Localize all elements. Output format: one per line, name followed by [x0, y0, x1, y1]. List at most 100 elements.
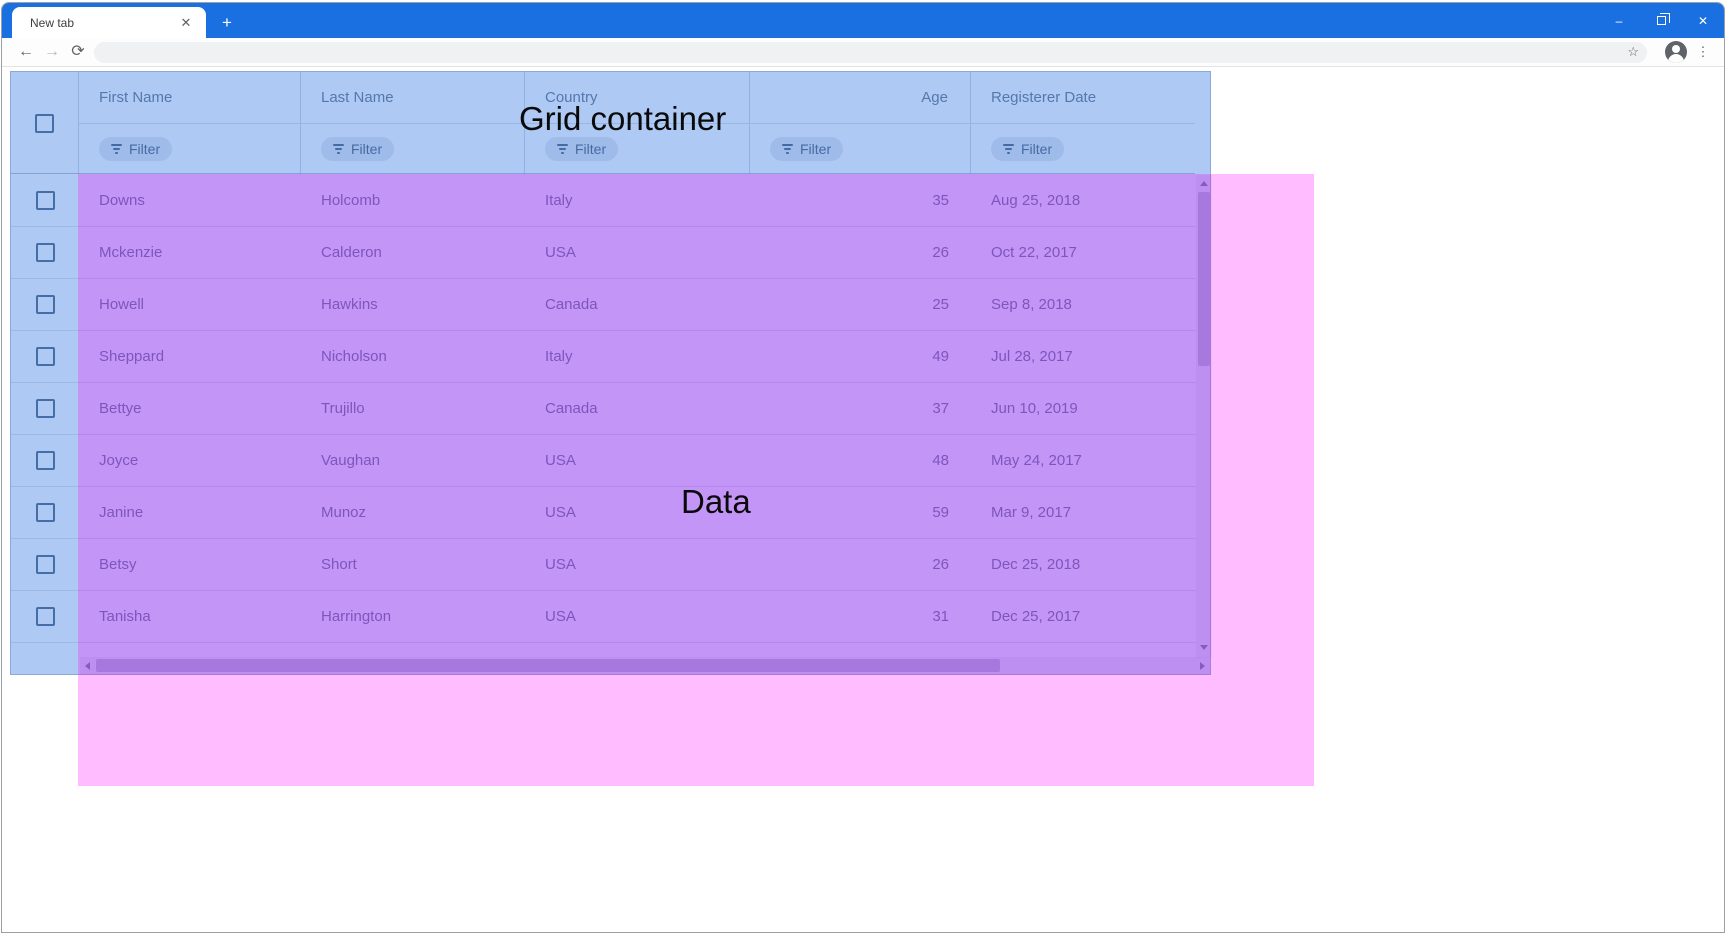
table-cell[interactable]: Calderon [321, 244, 382, 261]
row-checkbox-cell[interactable] [11, 383, 79, 434]
table-cell[interactable]: USA [545, 504, 576, 521]
profile-avatar[interactable] [1665, 41, 1687, 63]
column-header-age[interactable]: Age [750, 72, 971, 123]
filter-button[interactable]: Filter [321, 137, 395, 161]
minimize-button[interactable]: – [1615, 13, 1623, 28]
browser-menu-icon[interactable]: ⋮ [1696, 44, 1710, 59]
row-checkbox[interactable] [35, 555, 55, 574]
table-row[interactable]: Janine Munoz USA 59 Mar 9, 2017 [11, 487, 1196, 539]
table-cell[interactable]: Munoz [321, 504, 367, 521]
row-checkbox-cell[interactable] [11, 591, 79, 642]
table-row[interactable]: Joyce Vaughan USA 48 May 24, 2017 [11, 435, 1196, 487]
row-checkbox[interactable] [35, 451, 55, 470]
row-checkbox-cell[interactable] [11, 227, 79, 278]
table-row[interactable]: Sheppard Nicholson Italy 49 Jul 28, 2017 [11, 331, 1196, 383]
scroll-up-icon[interactable] [1200, 181, 1208, 186]
filter-button[interactable]: Filter [770, 137, 844, 161]
column-header-country[interactable]: Country [525, 72, 750, 123]
table-cell[interactable]: Sheppard [99, 348, 165, 365]
row-checkbox[interactable] [35, 399, 55, 418]
table-cell[interactable]: 26 [932, 244, 949, 261]
row-checkbox[interactable] [35, 295, 55, 314]
column-header-registerer-date[interactable]: Registerer Date [991, 89, 1097, 106]
table-cell[interactable]: Harrington [321, 608, 392, 625]
row-checkbox-cell[interactable] [11, 331, 79, 382]
table-cell[interactable]: 25 [932, 296, 949, 313]
row-checkbox-cell[interactable] [11, 175, 79, 226]
table-cell[interactable]: 35 [932, 192, 949, 209]
table-cell[interactable]: 26 [932, 556, 949, 573]
table-cell[interactable]: Vaughan [321, 452, 380, 469]
table-row[interactable]: Howell Hawkins Canada 25 Sep 8, 2018 [11, 279, 1196, 331]
vertical-scrollbar[interactable] [1196, 175, 1212, 658]
table-cell[interactable]: Canada [545, 296, 598, 313]
table-cell[interactable]: 49 [932, 348, 949, 365]
address-bar[interactable]: ☆ [94, 42, 1647, 63]
table-cell[interactable]: Hawkins [321, 296, 378, 313]
row-checkbox-cell[interactable] [11, 539, 79, 590]
table-cell[interactable]: Canada [545, 400, 598, 417]
table-cell[interactable]: 37 [932, 400, 949, 417]
table-cell[interactable]: 48 [932, 452, 949, 469]
table-cell[interactable]: Oct 22, 2017 [991, 244, 1077, 261]
table-cell[interactable]: Holcomb [321, 192, 381, 209]
table-cell[interactable]: Janine [99, 504, 144, 521]
table-cell[interactable]: Italy [545, 192, 573, 209]
row-checkbox-cell[interactable] [11, 487, 79, 538]
row-checkbox[interactable] [35, 191, 55, 210]
column-header-last-name[interactable]: Last Name [301, 72, 525, 123]
table-cell[interactable]: Mar 9, 2017 [991, 504, 1072, 521]
table-cell[interactable]: Sep 8, 2018 [991, 296, 1072, 313]
table-cell[interactable]: Trujillo [321, 400, 365, 417]
table-cell[interactable]: Downs [99, 192, 145, 209]
table-cell[interactable]: Jul 28, 2017 [991, 348, 1073, 365]
table-cell[interactable]: USA [545, 244, 576, 261]
maximize-button[interactable] [1640, 3, 1682, 38]
select-all-checkbox[interactable] [35, 113, 54, 133]
horizontal-scrollbar-thumb[interactable] [96, 659, 1000, 672]
table-cell[interactable]: USA [545, 608, 576, 625]
row-checkbox[interactable] [35, 347, 55, 366]
table-cell[interactable]: Aug 25, 2018 [991, 192, 1081, 209]
scroll-down-icon[interactable] [1200, 645, 1208, 650]
table-cell[interactable]: Short [321, 556, 357, 573]
table-cell[interactable]: Howell [99, 296, 145, 313]
horizontal-scrollbar[interactable] [80, 657, 1210, 675]
table-cell[interactable]: 31 [932, 608, 949, 625]
table-cell[interactable]: Dec 25, 2017 [991, 608, 1081, 625]
table-cell[interactable]: Mckenzie [99, 244, 163, 261]
table-cell[interactable]: Jun 10, 2019 [991, 400, 1078, 417]
row-checkbox[interactable] [35, 503, 55, 522]
scroll-right-icon[interactable] [1200, 662, 1205, 670]
new-tab-button[interactable]: + [222, 13, 232, 32]
browser-tab[interactable]: New tab ✕ [12, 7, 206, 38]
tab-close-icon[interactable]: ✕ [180, 14, 192, 30]
table-cell[interactable]: USA [545, 452, 576, 469]
filter-button[interactable]: Filter [99, 137, 173, 161]
table-cell[interactable]: Italy [545, 348, 573, 365]
table-cell[interactable]: May 24, 2017 [991, 452, 1082, 469]
back-icon[interactable]: ← [18, 43, 34, 60]
table-cell[interactable]: Joyce [99, 452, 139, 469]
filter-button[interactable]: Filter [991, 137, 1065, 161]
forward-icon[interactable]: → [44, 43, 60, 60]
scroll-left-icon[interactable] [85, 662, 90, 670]
close-button[interactable]: ✕ [1697, 13, 1709, 28]
reload-icon[interactable]: ⟳ [71, 43, 85, 60]
filter-button[interactable]: Filter [545, 137, 619, 161]
table-row[interactable]: Downs Holcomb Italy 35 Aug 25, 2018 [11, 175, 1196, 227]
row-checkbox-cell[interactable] [11, 279, 79, 330]
row-checkbox-cell[interactable] [11, 435, 79, 486]
table-cell[interactable]: Tanisha [99, 608, 151, 625]
row-checkbox[interactable] [35, 607, 55, 626]
table-cell[interactable]: Nicholson [321, 348, 387, 365]
table-cell[interactable]: Bettye [99, 400, 142, 417]
table-cell[interactable]: Betsy [99, 556, 137, 573]
row-checkbox[interactable] [35, 243, 55, 262]
vertical-scrollbar-thumb[interactable] [1198, 192, 1210, 366]
bookmark-star-icon[interactable]: ☆ [1627, 44, 1639, 59]
table-row[interactable]: Tanisha Harrington USA 31 Dec 25, 2017 [11, 591, 1196, 643]
table-row[interactable]: Bettye Trujillo Canada 37 Jun 10, 2019 [11, 383, 1196, 435]
table-cell[interactable]: 59 [932, 504, 949, 521]
